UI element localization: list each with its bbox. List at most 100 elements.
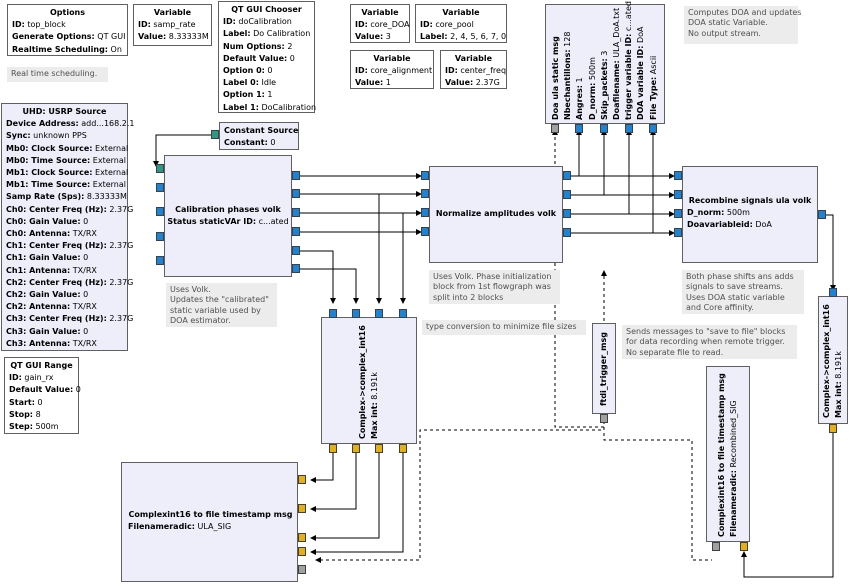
sink-a-in-port-0[interactable] xyxy=(298,475,306,484)
calib-out-port-1[interactable] xyxy=(292,189,300,198)
note-doa: Computes DOA and updates DOA static Vari… xyxy=(684,6,801,44)
note-type-conversion: type conversion to minimize file sizes xyxy=(422,320,586,335)
complex-to-int16-block-a[interactable]: Complex->complex_int16 Max int: 8.191k xyxy=(321,317,417,444)
sink-b-in-port[interactable] xyxy=(740,542,748,551)
note-calibration: Uses Volk. Updates the "calibrated" stat… xyxy=(166,283,277,327)
note-realtime: Real time scheduling. xyxy=(7,67,108,82)
note-normalize: Uses Volk. Phase initialization block fr… xyxy=(429,270,560,304)
c2c-b-out-port[interactable] xyxy=(829,424,837,433)
wire xyxy=(300,268,359,304)
wire xyxy=(153,134,211,167)
c2c-a-in-port-3[interactable] xyxy=(399,309,407,318)
block-title: Variable xyxy=(442,8,480,17)
usrp-out-port-3[interactable] xyxy=(156,256,164,265)
block-title: Constant Source xyxy=(224,126,299,135)
recombine-in-port-3[interactable] xyxy=(674,228,682,237)
normalize-in-port-1[interactable] xyxy=(421,189,429,198)
calib-out-port-3[interactable] xyxy=(292,227,300,236)
calib-out-port-0[interactable] xyxy=(292,171,300,180)
wire xyxy=(310,452,380,541)
complex-to-int16-block-b[interactable]: Complex->complex_int16 Max int: 8.191k xyxy=(818,296,848,424)
sink-a-in-port-1[interactable] xyxy=(298,504,306,513)
wire xyxy=(310,452,334,483)
c2c-a-out-port-3[interactable] xyxy=(399,444,407,453)
calibration-phases-block[interactable]: Calibration phases volk Status staticVAr… xyxy=(164,155,292,277)
file-sink-block-a[interactable]: Complexint16 to file timestamp msg Filen… xyxy=(121,462,298,582)
normalize-in-port-2[interactable] xyxy=(421,208,429,217)
options-block[interactable]: Options ID: top_block Generate Options: … xyxy=(7,4,128,56)
sink-a-msg-port[interactable] xyxy=(298,565,306,574)
qt-gui-chooser-block[interactable]: QT GUI Chooser ID: doCalibration Label: … xyxy=(218,1,316,113)
normalize-out-port-1[interactable] xyxy=(563,190,571,199)
uhd-usrp-source-block[interactable]: UHD: USRP Source Device Address: add...1… xyxy=(1,103,135,351)
doa-in-port-2[interactable] xyxy=(625,124,633,133)
wire xyxy=(826,214,836,291)
c2c-a-out-port-1[interactable] xyxy=(352,444,360,453)
qt-gui-range-block[interactable]: QT GUI Range ID: gain_rx Default Value: … xyxy=(4,357,81,434)
sink-a-in-port-2[interactable] xyxy=(298,533,306,542)
block-title: Doa ula static msg xyxy=(551,36,561,120)
c2c-a-out-port-2[interactable] xyxy=(375,444,383,453)
calib-out-port-4[interactable] xyxy=(292,246,300,255)
wire xyxy=(310,452,404,555)
calib-out-port-5[interactable] xyxy=(292,264,300,273)
normalize-out-port-3[interactable] xyxy=(563,228,571,237)
block-title: Options xyxy=(49,8,86,17)
normalize-out-port-0[interactable] xyxy=(563,171,571,180)
normalize-out-port-2[interactable] xyxy=(563,209,571,218)
ftdi-msg-out-port[interactable] xyxy=(600,414,608,423)
doa-msg-in-port[interactable] xyxy=(551,124,559,133)
block-title: Normalize amplitudes volk xyxy=(435,209,557,219)
variable-core-pool[interactable]: Variable ID: core_pool Label: 2, 4, 5, 6… xyxy=(415,4,507,43)
sink-b-msg-port[interactable] xyxy=(712,542,720,551)
wire xyxy=(300,250,336,304)
block-title: QT GUI Range xyxy=(10,361,73,370)
calib-out-port-2[interactable] xyxy=(292,208,300,217)
recombine-signals-block[interactable]: Recombine signals ula volk D_norm: 500m … xyxy=(682,166,818,263)
c2c-a-in-port-2[interactable] xyxy=(375,309,383,318)
block-title: Complex->complex_int16 xyxy=(821,304,831,418)
normalize-in-port-3[interactable] xyxy=(421,227,429,236)
doa-in-port-1[interactable] xyxy=(600,124,608,133)
block-title: Calibration phases volk xyxy=(175,204,281,214)
variable-samp-rate[interactable]: Variable ID: samp_rate Value: 8.33333M xyxy=(133,4,212,46)
doa-in-port-3[interactable] xyxy=(649,124,657,133)
note-recombine: Both phase shifts ans adds signals to sa… xyxy=(682,270,804,314)
normalize-in-port-0[interactable] xyxy=(421,171,429,180)
recombine-in-port-1[interactable] xyxy=(674,190,682,199)
sink-a-in-port-3[interactable] xyxy=(298,547,306,556)
msg-wire xyxy=(603,421,712,561)
variable-core-alignment[interactable]: Variable ID: core_alignment Value: 1 xyxy=(350,50,434,89)
file-sink-block-b[interactable]: Complexint16 to file timestamp msg Filen… xyxy=(706,366,750,542)
ftdi-trigger-block[interactable]: ftdi_trigger_msg xyxy=(592,323,616,414)
recombine-in-port-0[interactable] xyxy=(674,171,682,180)
block-title: Complex->complex_int16 xyxy=(357,324,367,439)
wire xyxy=(310,452,357,512)
recombine-in-port-2[interactable] xyxy=(674,209,682,218)
block-title: UHD: USRP Source xyxy=(22,107,107,116)
block-title: QT GUI Chooser xyxy=(231,5,302,14)
c2c-b-in-port[interactable] xyxy=(829,288,837,297)
block-title: Variable xyxy=(373,54,411,63)
usrp-out-port-1[interactable] xyxy=(156,207,164,216)
c2c-a-out-port-0[interactable] xyxy=(329,444,337,453)
normalize-amplitudes-block[interactable]: Normalize amplitudes volk xyxy=(429,166,563,263)
block-title: Recombine signals ula volk xyxy=(688,196,812,205)
usrp-out-port-2[interactable] xyxy=(156,232,164,241)
block-title: Complexint16 to file timestamp msg xyxy=(716,373,726,537)
recombine-out-port[interactable] xyxy=(818,210,826,219)
usrp-out-port-0[interactable] xyxy=(156,183,164,192)
c2c-a-in-port-0[interactable] xyxy=(329,309,337,318)
note-ftdi: Sends messages to "save to file" blocks … xyxy=(622,325,797,359)
constant-out-port[interactable] xyxy=(211,130,219,139)
c2c-a-in-port-1[interactable] xyxy=(352,309,360,318)
block-title: Variable xyxy=(454,54,493,63)
doa-in-port-0[interactable] xyxy=(575,124,583,133)
variable-core-doa[interactable]: Variable ID: core_DOA Value: 3 xyxy=(350,4,410,43)
block-title: ftdi_trigger_msg xyxy=(598,331,608,406)
doa-ula-static-msg-block[interactable]: Doa ula static msg Nbechantillons: 128 A… xyxy=(545,1,665,124)
calib-in-port-0[interactable] xyxy=(156,164,164,173)
variable-center-freq[interactable]: Variable ID: center_freq Value: 2.37G xyxy=(440,50,507,89)
constant-source-block[interactable]: Constant Source Constant: 0 xyxy=(219,122,299,150)
